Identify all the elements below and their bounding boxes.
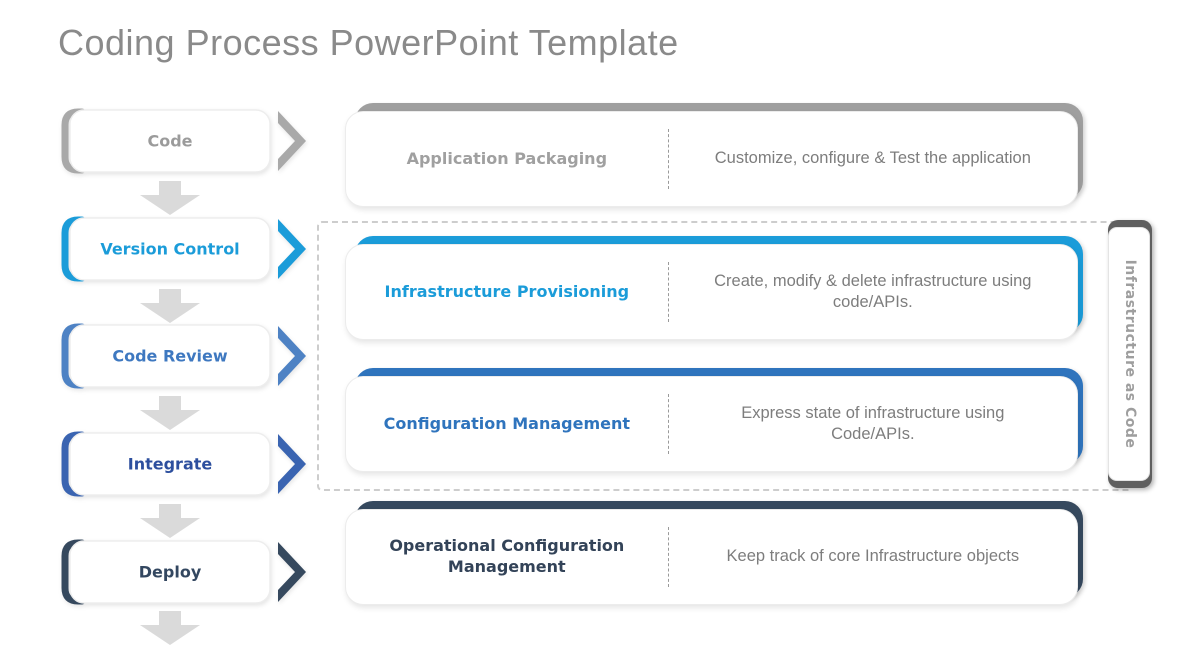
card-title: Infrastructure Provisioning [384,281,630,301]
flow-step-label: Code Review [112,346,228,366]
card-operational-configuration-management: Operational Configuration Management Kee… [345,501,1083,605]
card-description: Keep track of core Infrastructure object… [726,547,1020,566]
chevron-right-icon [61,323,306,389]
chevron-right-icon [61,431,306,497]
flow-step-code: Code [52,108,306,174]
card-description: Express state of infrastructure using Co… [741,403,1005,443]
arrow-down-icon [132,181,208,215]
flow-step-label: Integrate [127,454,213,474]
card-configuration-management: Configuration Management Express state o… [345,368,1083,472]
arrow-down-icon [132,289,208,323]
arrow-down-icon [132,396,208,430]
card-title: Configuration Management [383,413,630,433]
card-application-packaging: Application Packaging Customize, configu… [345,103,1083,207]
flow-step-label: Version Control [100,239,240,259]
card-description: Customize, configure & Test the applicat… [714,149,1031,168]
flow-step-deploy: Deploy [52,539,306,605]
card-body: Configuration Management Express state o… [345,376,1078,472]
chevron-right-icon [61,539,306,605]
dashed-divider [667,394,669,454]
flow-step-integrate: Integrate [52,431,306,497]
card-title: Operational Configuration Management [389,536,625,576]
dashed-divider [667,527,669,587]
card-description: Create, modify & delete infrastructure u… [714,271,1032,311]
chevron-right-icon [61,216,306,282]
card-infrastructure-provisioning: Infrastructure Provisioning Create, modi… [345,236,1083,340]
arrow-down-icon [132,611,208,645]
group-label: Infrastructure as Code [1122,259,1138,449]
chevron-right-icon [61,108,306,174]
card-body: Application Packaging Customize, configu… [345,111,1078,207]
flow-step-version-control: Version Control [52,216,306,282]
card-body: Operational Configuration Management Kee… [345,509,1078,605]
page-title: Coding Process PowerPoint Template [58,22,679,63]
dashed-divider [667,129,669,189]
strip-panel [1108,227,1150,481]
flow-step-label: Code [147,131,193,151]
flow-step-label: Deploy [138,562,202,582]
arrow-down-icon [132,504,208,538]
dashed-divider [667,262,669,322]
infrastructure-as-code-strip: Infrastructure as Code [1108,220,1152,488]
card-body: Infrastructure Provisioning Create, modi… [345,244,1078,340]
card-title: Application Packaging [406,148,608,168]
flow-step-code-review: Code Review [52,323,306,389]
